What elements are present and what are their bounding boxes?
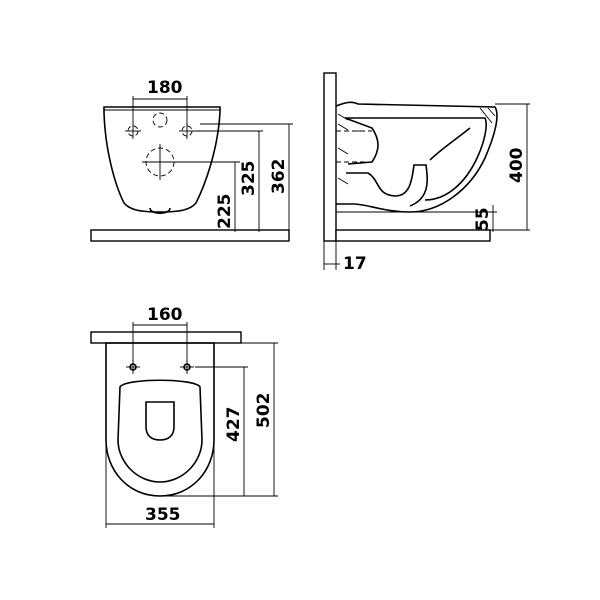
dim-top-355: 355 [145, 505, 181, 525]
dim-top-502: 502 [254, 393, 274, 429]
dim-side-17: 17 [343, 254, 367, 274]
floor-slab [90, 229, 290, 242]
seat-opening [117, 379, 203, 483]
floor-section [335, 229, 491, 242]
dim-top-427: 427 [224, 407, 244, 443]
dim-front-180: 180 [147, 78, 183, 98]
side-view: 400 55 17 [323, 72, 530, 274]
dim-side-400: 400 [507, 147, 527, 183]
dim-side-55: 55 [473, 207, 493, 231]
bowl-top-outline [105, 342, 215, 497]
top-view: 160 427 502 355 [90, 305, 278, 528]
dim-front-362: 362 [269, 159, 289, 195]
dim-top-160: 160 [147, 305, 183, 325]
bowl-side-outline [335, 101, 498, 213]
front-view: 180 225 325 362 [90, 78, 293, 242]
wall-slab-top [90, 331, 242, 344]
dim-front-225: 225 [215, 194, 235, 230]
bowl-front-outline [103, 106, 221, 213]
dim-front-325: 325 [239, 161, 259, 197]
wall-section [323, 72, 337, 242]
